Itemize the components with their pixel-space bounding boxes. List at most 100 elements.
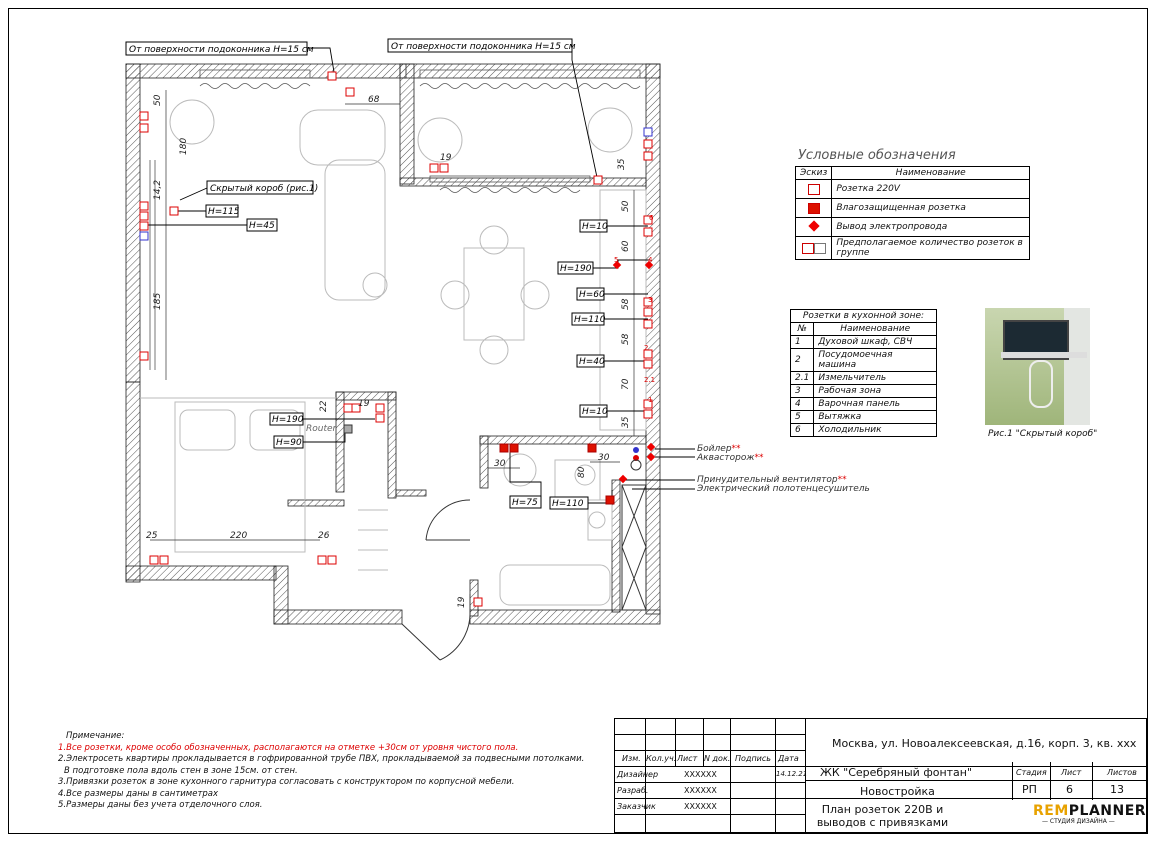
- kitchen-name: Посудомоечная машина: [813, 348, 937, 372]
- kitchen-col-name: Наименование: [813, 322, 937, 336]
- tb-person: XXXXXX: [684, 802, 717, 811]
- height-label: H=190: [272, 415, 304, 425]
- dim-label: 22: [319, 400, 329, 412]
- socket-number: 6: [649, 214, 654, 222]
- height-label: H=75: [512, 498, 538, 508]
- note-line: 1.Все розетки, кроме особо обозначенных,…: [58, 742, 519, 753]
- socket-220-icon: [643, 151, 653, 161]
- socket-220-icon: [643, 227, 653, 237]
- waterproof-socket-icon: [587, 443, 597, 453]
- fan-label: Принудительный вентилятор**: [697, 475, 847, 485]
- photo-caption: Рис.1 "Скрытый короб": [988, 429, 1098, 439]
- height-label: H=45: [249, 221, 275, 231]
- socket-220-icon: [327, 71, 337, 81]
- sheets-label: Листов: [1107, 768, 1137, 777]
- project-address: Москва, ул. Новоалексеевская, д.16, корп…: [832, 737, 1137, 750]
- socket-220-icon: [439, 163, 449, 173]
- socket-220-icon: [643, 215, 653, 225]
- boiler-label: Бойлер**: [697, 444, 741, 454]
- company-logo: REMPLANNER: [1033, 803, 1147, 819]
- walls: [125, 63, 661, 625]
- socket-number: 3: [648, 296, 652, 304]
- socket-220-icon: [343, 403, 353, 413]
- tb-person: XXXXXX: [684, 770, 717, 779]
- sockets-blue: [139, 127, 653, 241]
- meter-icon: [630, 459, 642, 471]
- socket-220-icon: [643, 127, 653, 137]
- kitchen-name: Вытяжка: [813, 410, 937, 424]
- tb-header: Лист: [677, 754, 698, 763]
- height-label: H=115: [208, 207, 240, 217]
- tb-date: 14.12.21: [776, 770, 808, 778]
- socket-220-icon: [807, 183, 820, 195]
- dim-label: 50: [621, 200, 631, 212]
- height-label: H=10: [582, 407, 608, 417]
- dim-label: 80: [577, 466, 587, 478]
- kitchen-no: 6: [789, 423, 815, 437]
- callout-text: От поверхности подоконника H=15 см: [391, 42, 576, 52]
- note-line: 2.Электросеть квартиры прокладывается в …: [58, 754, 585, 764]
- socket-220-icon: [139, 211, 149, 221]
- tb-person: XXXXXX: [684, 786, 717, 795]
- sheet-title: План розеток 220В и выводов с привязками: [816, 803, 949, 829]
- boiler-icon: [633, 447, 639, 453]
- socket-220-icon: [159, 555, 169, 565]
- wire-outlet-icon: [646, 452, 656, 462]
- wire-outlet-icon: [618, 474, 628, 484]
- note-line: 4.Все размеры даны в сантиметрах: [58, 788, 219, 799]
- kitchen-name: Рабочая зона: [813, 384, 937, 398]
- dim-label: 58: [621, 333, 631, 345]
- title-block: [614, 718, 1147, 833]
- project-name: ЖК "Серебряный фонтан": [820, 766, 973, 779]
- height-label: H=90: [276, 438, 302, 448]
- dim-label: 185: [153, 293, 163, 310]
- wire-outlet-icon: [646, 442, 656, 452]
- height-label: H=110: [552, 499, 584, 509]
- tb-header: Изм.: [622, 754, 641, 763]
- tb-header: Кол.уч.: [646, 754, 677, 763]
- dim-label: 35: [617, 158, 627, 170]
- dim-label: 180: [179, 138, 189, 155]
- height-markers: H=115 H=45 H=10 H=190 H=60 H=110 H=40 H=…: [205, 204, 608, 510]
- note-line: 3.Привязки розеток в зоне кухонного гарн…: [58, 777, 515, 787]
- dim-label: 19: [457, 596, 467, 608]
- socket-220-icon: [139, 201, 149, 211]
- kitchen-name: Варочная панель: [813, 397, 937, 411]
- note-line: В подготовке пола вдоль стен в зоне 15см…: [64, 765, 298, 776]
- legend-title: Условные обозначения: [798, 148, 956, 163]
- note-line: 5.Размеры даны без учета отделочного сло…: [58, 800, 263, 810]
- wire-outlet-icon: [807, 219, 820, 232]
- kitchen-no: 1: [789, 335, 815, 349]
- socket-220-icon: [139, 221, 149, 231]
- dim-label: 30: [494, 459, 506, 469]
- socket-220-icon: [139, 351, 149, 361]
- height-label: H=40: [579, 357, 605, 367]
- dim-label: 30: [598, 453, 610, 463]
- dim-label: 25: [146, 531, 158, 541]
- tb-role: Разраб.: [617, 786, 649, 795]
- socket-220-icon: [351, 403, 361, 413]
- socket-220-icon: [317, 555, 327, 565]
- socket-220-icon: [139, 231, 149, 241]
- ventilation-shaft: [621, 484, 647, 611]
- socket-220-icon: [345, 87, 355, 97]
- router-label: Router: [306, 424, 338, 434]
- sockets-220: [139, 71, 653, 607]
- tb-header: Подпись: [735, 754, 771, 763]
- kitchen-no: 2: [789, 348, 815, 372]
- dim-label: 50: [153, 94, 163, 106]
- hidden-box-photo: [985, 308, 1090, 425]
- wire-outlet-icon: [644, 260, 654, 270]
- socket-220-icon: [593, 175, 603, 185]
- kitchen-no: 5: [789, 410, 815, 424]
- socket-group-icon: [801, 242, 814, 254]
- socket-220-icon: [643, 297, 653, 307]
- wire-outlet-icon: [612, 260, 622, 270]
- socket-220-icon: [327, 555, 337, 565]
- windows: [149, 69, 641, 370]
- fixture-labels: Бойлер** Аквасторож** Принудительный вен…: [696, 444, 870, 494]
- dimension-lines: [150, 90, 635, 612]
